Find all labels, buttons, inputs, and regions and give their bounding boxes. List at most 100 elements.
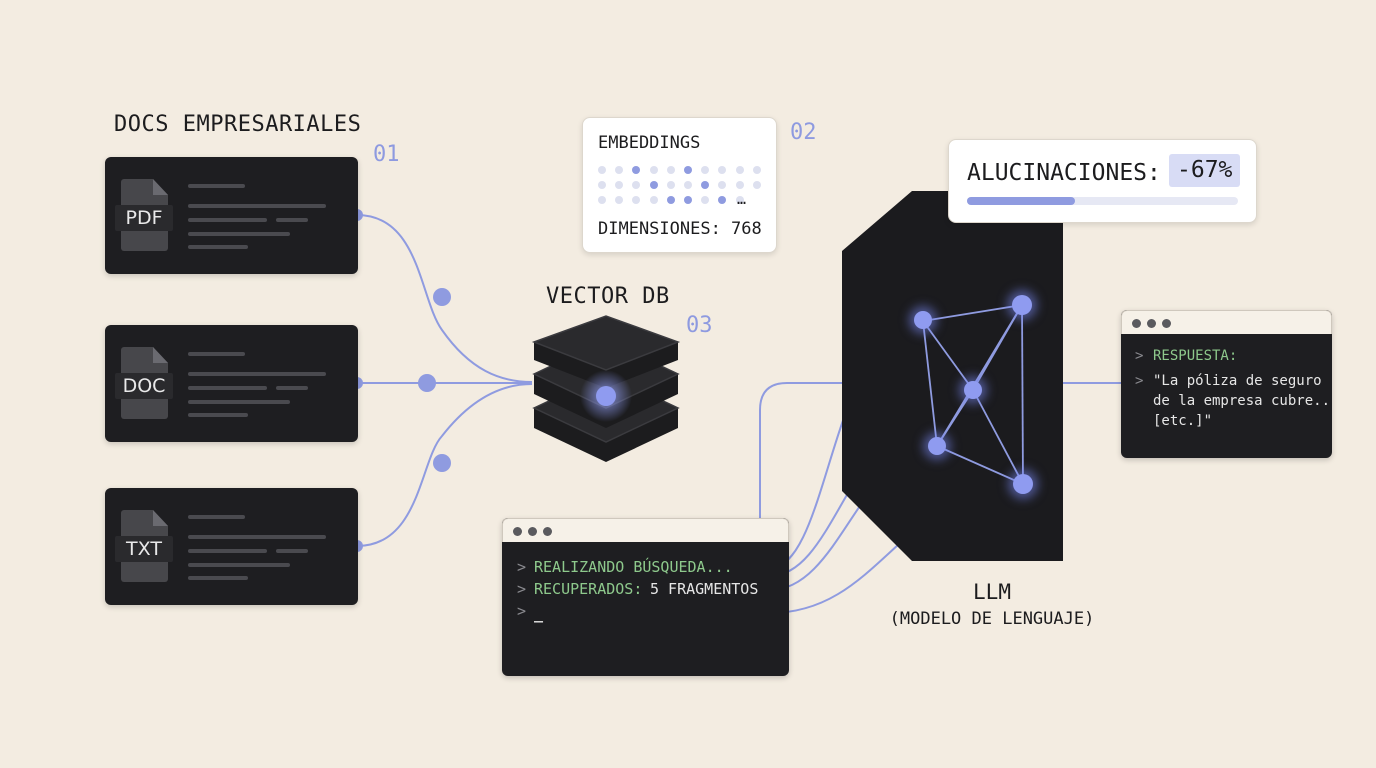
terminal-line-retrieved-value: 5 FRAGMENTOS (650, 580, 759, 598)
embedding-dot (735, 196, 744, 204)
terminal-title-bar (1121, 310, 1332, 334)
text-line (188, 386, 267, 390)
text-line (188, 413, 248, 417)
database-layer-top (531, 315, 681, 388)
step-number-03: 03 (686, 313, 713, 338)
wire-terminal-to-llm (759, 382, 842, 518)
text-line (188, 576, 248, 580)
terminal-prompt: > (1135, 348, 1144, 364)
database-core-node (596, 386, 616, 406)
embedding-dot (684, 196, 692, 204)
embedding-dot (632, 166, 641, 174)
wire-junction (433, 288, 451, 306)
embedding-dot (615, 181, 624, 189)
llm-title: LLM (973, 580, 1011, 604)
wire-txt-to-db (356, 383, 533, 547)
answer-line-1: "La póliza de seguro (1153, 373, 1322, 389)
text-line (276, 218, 308, 222)
embedding-dot (684, 166, 692, 174)
embedding-dot (649, 196, 658, 204)
network-node (964, 381, 982, 399)
embedding-dot (615, 196, 624, 204)
wire-pdf-to-db (356, 214, 533, 383)
text-line (188, 400, 290, 404)
terminal-title-bar (502, 518, 789, 542)
embedding-dot (598, 181, 606, 189)
embedding-dot (649, 166, 658, 174)
embedding-dot (735, 166, 744, 174)
step-number-02: 02 (790, 120, 817, 145)
vector-db-title: VECTOR DB (546, 284, 670, 309)
terminal-line-retrieved-label: RECUPERADOS: (534, 580, 643, 598)
file-type-label: PDF (115, 205, 173, 231)
file-type-label: TXT (115, 536, 173, 562)
window-dot (543, 527, 552, 536)
text-line (188, 549, 267, 553)
step-number-01: 01 (373, 142, 400, 167)
terminal-prompt: > (517, 558, 527, 576)
database-icon (531, 315, 681, 462)
window-dots-icon (513, 527, 522, 536)
answer-label: RESPUESTA: (1153, 348, 1238, 364)
hallucinations-progress-fill (967, 197, 1076, 205)
network-node (1012, 295, 1032, 315)
hallucinations-card: ALUCINACIONES: -67% (948, 139, 1257, 223)
embedding-dot (701, 196, 710, 204)
search-terminal: > REALIZANDO BÚSQUEDA... > RECUPERADOS: … (502, 518, 789, 676)
embedding-dot (752, 166, 761, 174)
answer-terminal: > RESPUESTA: > "La póliza de seguro de l… (1121, 310, 1332, 458)
text-line (188, 245, 248, 249)
embedding-dot (718, 166, 727, 174)
embedding-dot (701, 166, 710, 174)
embedding-dot (649, 181, 658, 189)
embedding-dot (684, 181, 692, 189)
terminal-line-searching: REALIZANDO BÚSQUEDA... (534, 558, 733, 576)
text-line (276, 549, 308, 553)
wire-junction (418, 374, 436, 392)
text-line (188, 232, 290, 236)
answer-line-3: [etc.]" (1153, 413, 1213, 429)
embedding-dot (701, 181, 710, 189)
embeddings-card: EMBEDDINGS … DIMENSIONES: 768 (582, 117, 777, 253)
terminal-prompt: > (1135, 373, 1144, 389)
text-line (188, 184, 245, 188)
doc-card-pdf: PDF (105, 157, 358, 274)
dimensions-label: DIMENSIONES: 768 (598, 219, 762, 239)
window-dot (1162, 319, 1171, 328)
doc-card-txt: TXT (105, 488, 358, 605)
text-line (188, 218, 267, 222)
embedding-dot (666, 196, 675, 204)
file-fold (153, 179, 168, 195)
wire-junction (433, 454, 451, 472)
neural-network-icon (922, 304, 1024, 485)
text-line (276, 386, 308, 390)
file-fold (153, 347, 168, 363)
network-node (914, 311, 932, 329)
embedding-dot (598, 166, 606, 174)
window-dot (528, 527, 537, 536)
embedding-dot (718, 181, 727, 189)
answer-line-2: de la empresa cubre... (1153, 393, 1332, 409)
text-line (188, 563, 290, 567)
hallucinations-progress-track (967, 197, 1238, 205)
embedding-dot (632, 181, 641, 189)
terminal-cursor: _ (534, 605, 544, 623)
network-node (928, 437, 946, 455)
embedding-dot (632, 196, 641, 204)
text-line (188, 372, 326, 376)
llm-box (842, 191, 1063, 561)
window-dot (1147, 319, 1156, 328)
terminal-prompt: > (517, 580, 527, 598)
embedding-dot (718, 196, 727, 204)
llm-subtitle: (MODELO DE LENGUAJE) (889, 609, 1095, 629)
embedding-dot (666, 181, 675, 189)
hallucinations-value-badge: -67% (1169, 154, 1241, 187)
text-line (188, 204, 326, 208)
embedding-dot (598, 196, 606, 204)
text-line (188, 535, 326, 539)
terminal-prompt: > (517, 602, 527, 620)
text-line (188, 515, 245, 519)
embedding-dot (752, 181, 761, 189)
hallucinations-label: ALUCINACIONES: (967, 160, 1161, 186)
text-line (188, 352, 245, 356)
